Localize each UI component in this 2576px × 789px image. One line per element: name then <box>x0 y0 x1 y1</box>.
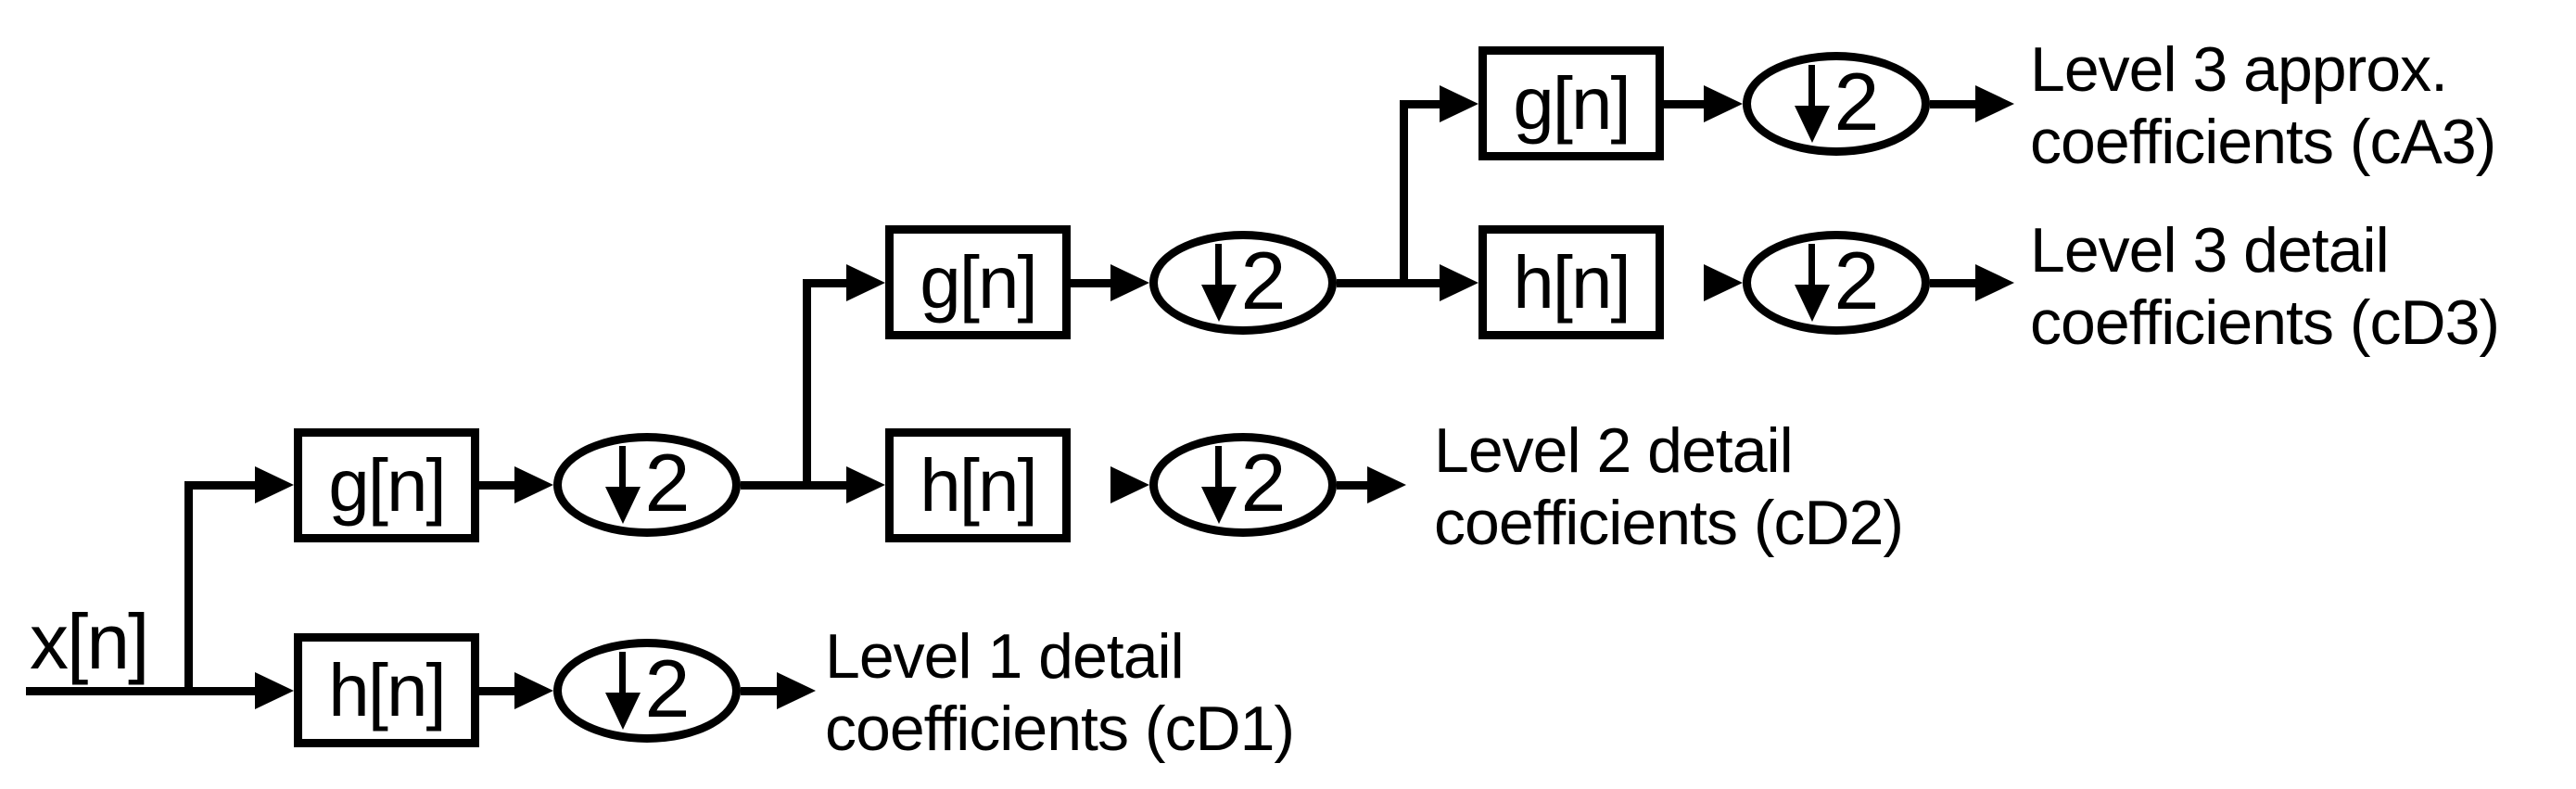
flow-line-l1-to-l2 <box>741 481 850 490</box>
filter-box-l3-h: h[n] <box>1478 225 1664 339</box>
flow-line-l1-h-out <box>479 687 518 695</box>
output-label-line1: Level 2 detail <box>1434 415 1794 486</box>
output-label-line1: Level 3 detail <box>2030 215 2390 286</box>
output-label-line2: coefficients (cA3) <box>2030 107 2496 177</box>
flow-line-ca3-out <box>1930 100 1979 108</box>
downsample-node-l3-g: 2 <box>1743 52 1930 156</box>
output-label-cd3: Level 3 detail coefficients (cD3) <box>2030 214 2500 359</box>
arrowhead-into-l3-g <box>1440 85 1478 122</box>
filter-box-l1-g: g[n] <box>294 428 479 542</box>
arrowhead-into-l1-h <box>255 672 294 709</box>
output-label-line1: Level 3 approx. <box>2030 34 2448 105</box>
flow-line-l3-g-out <box>1664 100 1707 108</box>
flow-line-l2-to-l3 <box>1337 279 1443 287</box>
flow-line-cd3-out <box>1930 279 1979 287</box>
down-arrow-icon <box>1794 65 1830 143</box>
input-signal-label: x[n] <box>30 598 149 685</box>
arrowhead-into-l1-h-downsample <box>514 672 553 709</box>
flow-line-l1-g-out <box>479 481 518 490</box>
filter-box-l3-g: g[n] <box>1478 46 1664 160</box>
filter-label: g[n] <box>920 240 1037 324</box>
arrowhead-to-cd1-label <box>777 672 816 709</box>
branch-line-level1 <box>184 481 193 695</box>
down-arrow-icon <box>1200 244 1237 322</box>
downsample-factor: 2 <box>1834 56 1880 147</box>
arrowhead-into-l2-h-downsample <box>1110 466 1149 503</box>
flow-line-input <box>26 687 259 695</box>
downsample-node-l3-h: 2 <box>1743 231 1930 335</box>
branch-line-level2 <box>803 279 811 490</box>
filter-box-l2-g: g[n] <box>885 225 1071 339</box>
arrowhead-into-l3-g-downsample <box>1704 85 1743 122</box>
arrowhead-into-l1-g <box>255 466 294 503</box>
filter-box-l2-h: h[n] <box>885 428 1071 542</box>
branch-line-level3 <box>1400 100 1408 287</box>
arrowhead-into-l3-h <box>1440 264 1478 301</box>
arrowhead-into-l1-g-downsample <box>514 466 553 503</box>
arrowhead-into-l2-g <box>846 264 885 301</box>
down-arrow-icon <box>1794 244 1830 322</box>
downsample-factor: 2 <box>1240 437 1287 528</box>
downsample-factor: 2 <box>1834 235 1880 326</box>
arrowhead-to-cd2-label <box>1367 466 1406 503</box>
arrowhead-into-l2-g-downsample <box>1110 264 1149 301</box>
output-label-cd2: Level 2 detail coefficients (cD2) <box>1434 414 1904 559</box>
downsample-factor: 2 <box>1240 235 1287 326</box>
flow-line-to-l2-g <box>803 279 850 287</box>
output-label-cd1: Level 1 detail coefficients (cD1) <box>825 620 1295 765</box>
downsample-node-l2-g: 2 <box>1149 231 1337 335</box>
flow-line-cd1-out <box>741 687 780 695</box>
flow-line-to-l3-g <box>1400 100 1443 108</box>
filter-label: h[n] <box>920 443 1037 527</box>
downsample-node-l1-g: 2 <box>553 433 741 537</box>
output-label-line2: coefficients (cD1) <box>825 694 1295 764</box>
output-label-line2: coefficients (cD2) <box>1434 488 1904 558</box>
downsample-factor: 2 <box>644 437 691 528</box>
filter-label: h[n] <box>1513 240 1631 324</box>
arrowhead-into-l3-h-downsample <box>1704 264 1743 301</box>
down-arrow-icon <box>604 446 641 524</box>
output-label-line1: Level 1 detail <box>825 621 1185 692</box>
arrowhead-to-ca3-label <box>1975 85 2014 122</box>
filter-label: g[n] <box>1513 61 1631 145</box>
output-label-line2: coefficients (cD3) <box>2030 287 2500 358</box>
output-label-ca3: Level 3 approx. coefficients (cA3) <box>2030 33 2496 178</box>
filter-label: h[n] <box>328 648 446 732</box>
arrowhead-to-cd3-label <box>1975 264 2014 301</box>
flow-line-to-l1-g <box>184 481 259 490</box>
down-arrow-icon <box>1200 446 1237 524</box>
down-arrow-icon <box>604 652 641 730</box>
downsample-node-l2-h: 2 <box>1149 433 1337 537</box>
filter-box-l1-h: h[n] <box>294 633 479 747</box>
downsample-node-l1-h: 2 <box>553 639 741 743</box>
downsample-factor: 2 <box>644 643 691 734</box>
flow-line-l2-g-out <box>1071 279 1114 287</box>
filter-label: g[n] <box>328 443 446 527</box>
flow-line-cd2-out <box>1337 481 1371 490</box>
arrowhead-into-l2-h <box>846 466 885 503</box>
